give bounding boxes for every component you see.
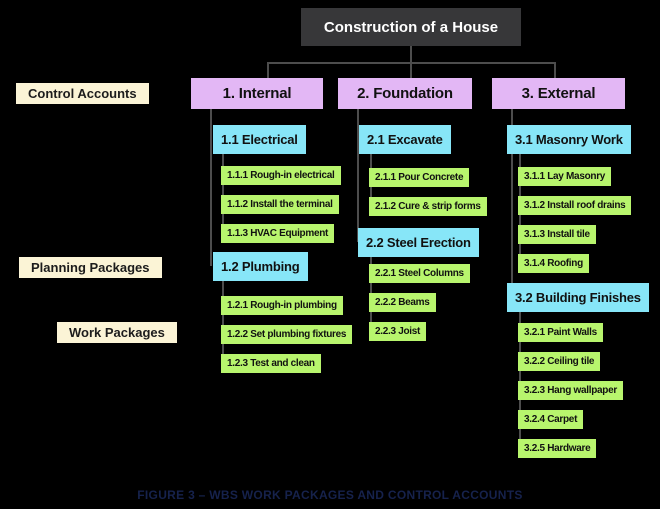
connector-line [210,109,212,266]
work-package-node: 2.1.1 Pour Concrete [369,168,470,187]
work-package-node: 3.1.4 Roofing [518,254,589,273]
work-package-node: 2.2.1 Steel Columns [369,264,470,283]
connector-line [410,46,412,63]
work-package-node: 1.1.3 HVAC Equipment [221,224,335,243]
side-label-work-packages: Work Packages [57,322,177,343]
work-package-node: 1.2.2 Set plumbing fixtures [221,325,353,344]
work-package-node: 2.2.2 Beams [369,293,436,312]
connector-line [519,312,521,449]
figure-caption: FIGURE 3 – WBS WORK PACKAGES AND CONTROL… [137,488,523,502]
control-account-node: 3.1 Masonry Work [507,125,631,154]
root-node: Construction of a House [301,8,521,46]
work-package-node: 2.1.2 Cure & strip forms [369,197,487,216]
control-account-node: 3.2 Building Finishes [507,283,649,312]
control-account-node: 2.2 Steel Erection [358,228,479,257]
work-package-node: 3.1.2 Install roof drains [518,196,632,215]
connector-line [357,109,359,242]
work-package-node: 3.2.5 Hardware [518,439,597,458]
branch-node-foundation: 2. Foundation [338,78,472,109]
work-package-node: 1.2.3 Test and clean [221,354,321,373]
work-package-node: 3.1.1 Lay Masonry [518,167,612,186]
branch-node-external: 3. External [492,78,625,109]
control-account-node: 1.1 Electrical [213,125,306,154]
connector-line [222,281,224,364]
work-package-node: 1.1.1 Rough-in electrical [221,166,341,185]
side-label-control-accounts: Control Accounts [16,83,149,104]
work-package-node: 1.2.1 Rough-in plumbing [221,296,343,315]
branch-node-internal: 1. Internal [191,78,323,109]
side-label-planning-packages: Planning Packages [19,257,162,278]
work-package-node: 3.2.2 Ceiling tile [518,352,601,371]
connector-line [511,109,513,297]
work-package-node: 3.1.3 Install tile [518,225,596,244]
work-package-node: 3.2.1 Paint Walls [518,323,603,342]
control-account-node: 1.2 Plumbing [213,252,308,281]
connector-line [554,63,556,78]
work-package-node: 1.1.2 Install the terminal [221,195,339,214]
work-package-node: 2.2.3 Joist [369,322,427,341]
connector-line [410,63,412,78]
connector-line [267,63,269,78]
work-package-node: 3.2.3 Hang wallpaper [518,381,623,400]
connector-line [222,154,224,234]
work-package-node: 3.2.4 Carpet [518,410,584,429]
control-account-node: 2.1 Excavate [359,125,451,154]
